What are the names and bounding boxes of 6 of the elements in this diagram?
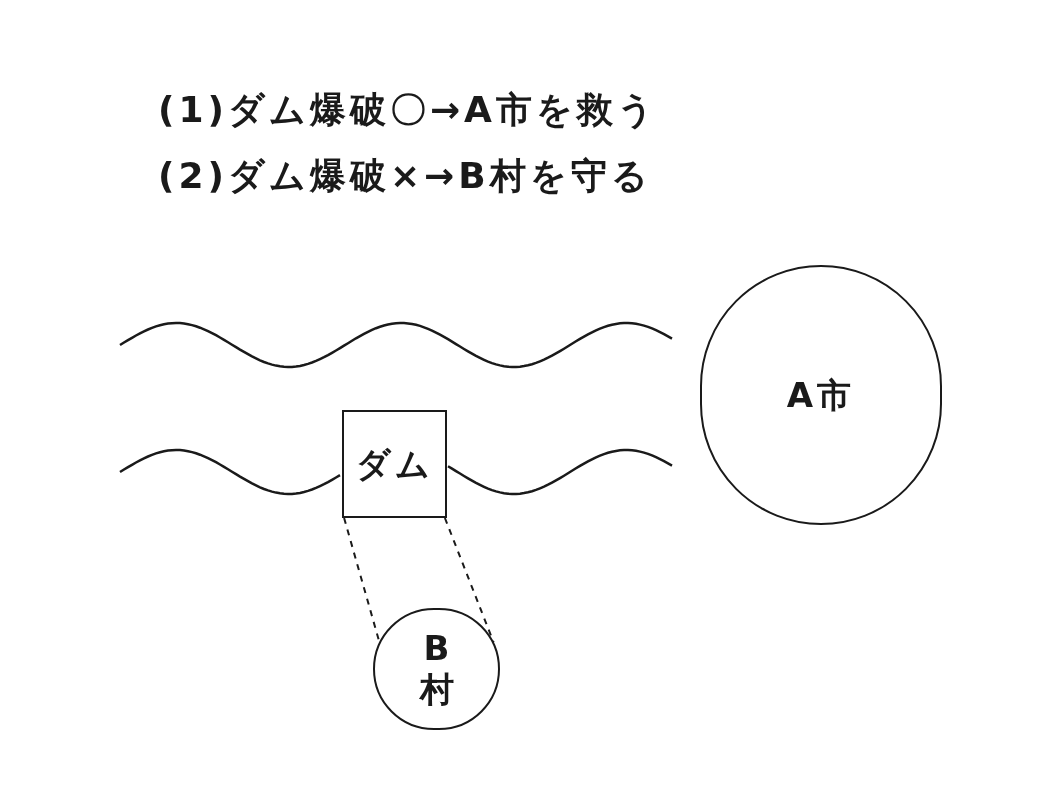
node-label: ダム — [355, 442, 434, 486]
condition-text: (1)ダム爆破〇→A市を救う — [158, 88, 658, 132]
node-label: B村 — [419, 628, 454, 710]
node-label: A市 — [786, 373, 856, 417]
dam-box — [342, 410, 447, 518]
condition-text: (2)ダム爆破×→B村を守る — [158, 154, 653, 198]
